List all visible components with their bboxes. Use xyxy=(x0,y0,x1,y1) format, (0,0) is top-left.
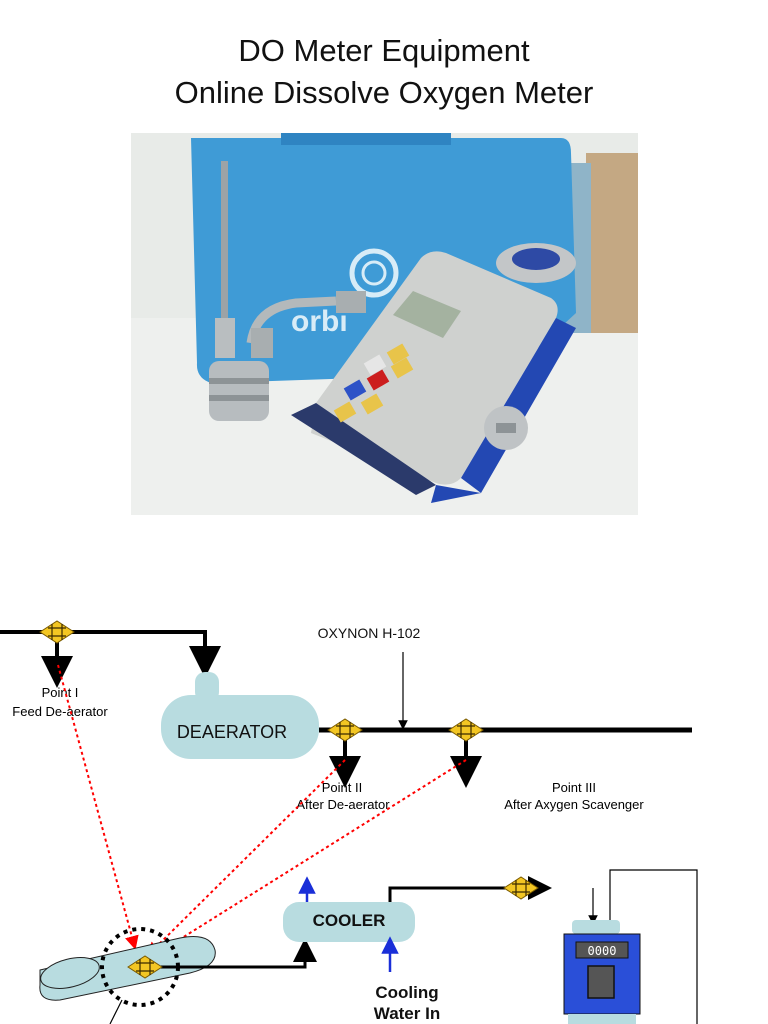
probe-assembly xyxy=(209,161,366,421)
sampling-points-diagram: Point I Feed De-aerator DEAERATOR OXYNON… xyxy=(0,620,698,1024)
point-3-label: Point III xyxy=(552,780,596,795)
meter-readout: 0000 xyxy=(588,944,617,958)
cooler-label: COOLER xyxy=(313,911,386,930)
cooling-water-label: Cooling xyxy=(375,983,438,1002)
meter-screen xyxy=(393,291,461,338)
point-1-sublabel: Feed De-aerator xyxy=(12,704,108,719)
point-2-label: Point II xyxy=(322,780,362,795)
point-3-sublabel: After Axygen Scavenger xyxy=(504,797,644,812)
valve-point-3[interactable] xyxy=(448,718,484,742)
equipment-photo: orbi xyxy=(131,133,638,515)
valve-point-2[interactable] xyxy=(327,718,363,742)
cooling-water-sublabel: Water In xyxy=(374,1004,440,1023)
cooler-vessel xyxy=(283,902,415,942)
point-2-sublabel: After De-aerator xyxy=(296,797,390,812)
analyzer-label: OXYNON H-102 xyxy=(318,625,421,641)
oxynon-meter: 0000 xyxy=(563,920,641,1024)
wooden-cabinet xyxy=(586,153,638,333)
deaerator-label: DEAERATOR xyxy=(177,722,287,742)
page-title-line-1: DO Meter Equipment xyxy=(238,33,530,68)
valve-meter-inlet[interactable] xyxy=(503,876,539,900)
sample-lines xyxy=(57,664,467,960)
do-meter-device xyxy=(291,243,576,503)
sample-header-vessel xyxy=(39,936,216,1001)
feed-pipe xyxy=(0,630,221,688)
page-title-line-2: Online Dissolve Oxygen Meter xyxy=(174,75,594,110)
valve-point-1[interactable] xyxy=(39,620,75,644)
point-1-label: Point I xyxy=(42,685,79,700)
deaerator-vessel xyxy=(161,672,319,759)
